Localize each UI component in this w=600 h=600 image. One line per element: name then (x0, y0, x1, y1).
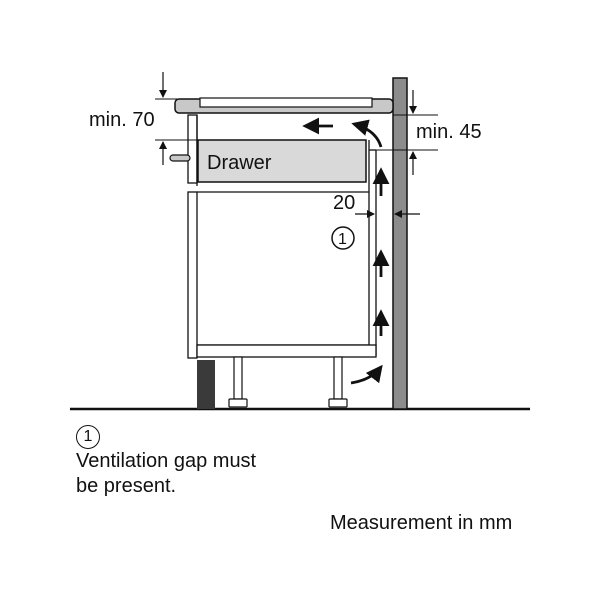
airflow-arrows (302, 117, 390, 385)
leg-front (233, 356, 243, 400)
leg-back-foot (328, 398, 348, 408)
note-text-line2: be present. (76, 475, 177, 497)
note-text-line1: Ventilation gap must (76, 450, 257, 472)
wall (392, 77, 408, 410)
leg-front-foot (228, 398, 248, 408)
dim-min-45-label: min. 45 (416, 121, 482, 143)
dim-20-label: 20 (333, 192, 355, 214)
cabinet-front-rail (187, 114, 198, 184)
cabinet-base (196, 344, 377, 358)
dim-min-70-label: min. 70 (89, 109, 155, 131)
airflow-arrow-icon (351, 119, 383, 148)
drawer-handle (169, 154, 191, 162)
leg-back (333, 356, 343, 400)
note-number-circle: 1 (76, 425, 100, 449)
plinth (197, 360, 215, 409)
callout-1-circle (331, 226, 355, 250)
cabinet-door (187, 191, 198, 359)
hob-glass (199, 97, 373, 108)
airflow-arrow-icon (350, 364, 383, 385)
drawer-label: Drawer (207, 152, 272, 174)
callout-1-label: 1 (338, 231, 347, 248)
drawer (197, 139, 367, 183)
measurement-note: Measurement in mm (330, 512, 513, 534)
